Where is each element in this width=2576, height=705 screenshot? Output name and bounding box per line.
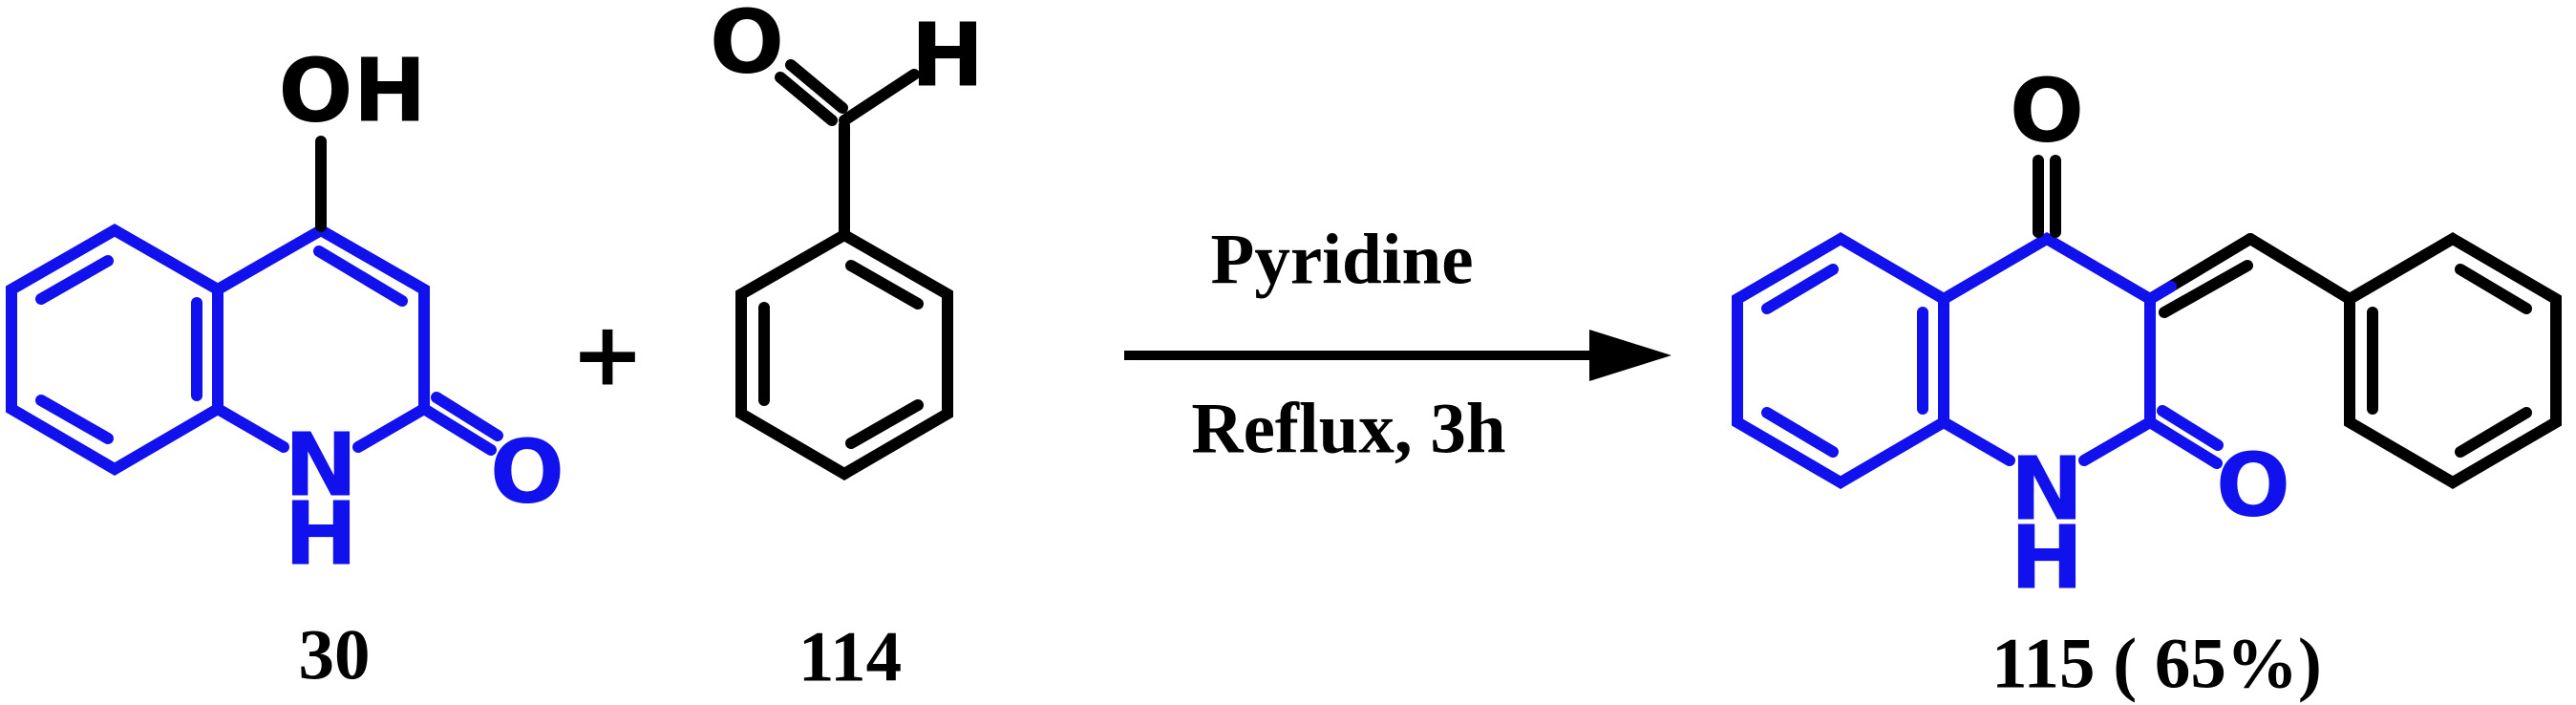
pyridinone-ring-bonds — [212, 224, 430, 453]
benzo-double-bond-inner-top-left — [1761, 264, 1839, 314]
benzo-double-bond-inner-bottom-left — [35, 395, 114, 444]
carbonyl-oxygen-label: O — [490, 421, 564, 523]
benzo-ring-bonds — [1732, 232, 1949, 489]
c2-o-double-bond-line2 — [431, 392, 503, 441]
phenyl-double-bond-inner-bottom-right — [2455, 407, 2532, 458]
molecule-product-115: O O N H 115 ( 65%) — [1732, 60, 2562, 704]
hydroxyl-label: OH — [278, 40, 426, 142]
phenyl-double-bond-inner-top-right — [845, 260, 924, 310]
aldehyde-hydrogen-label: H — [911, 5, 985, 107]
nh-hydrogen-label: H — [285, 483, 358, 586]
plus-sign: + — [570, 304, 644, 406]
ring-nitrogen-label: N — [2011, 438, 2084, 541]
methine-ipso-bond — [2245, 233, 2355, 305]
phenyl-ring-bonds — [2344, 232, 2562, 489]
reagent-text: Pyridine — [1211, 221, 1474, 300]
phenyl-double-bond-inner-bottom-right — [845, 399, 924, 449]
reaction-arrow: Pyridine Reflux, 3h — [1124, 221, 1671, 469]
compound-number-115-yield: 115 ( 65%) — [1991, 625, 2322, 704]
dihydropyridine-ring-bonds — [1938, 232, 2156, 466]
compound-number-30: 30 — [299, 616, 371, 695]
arrow-head — [1589, 330, 1671, 381]
ring-nitrogen-label: N — [285, 415, 358, 517]
lactam-oxygen-label: O — [2216, 435, 2290, 537]
cho-h-bond — [839, 69, 920, 126]
benzylidene-double-bond-inner — [2159, 260, 2253, 318]
molecule-reactant-114: O H 114 — [710, 0, 985, 697]
c2-o-double-bond-line2 — [2157, 405, 2224, 451]
benzo-double-bond-inner-top-left — [35, 255, 114, 305]
c3-c4-double-bond-inner — [313, 246, 408, 307]
compound-number-114: 114 — [798, 618, 902, 697]
nh-hydrogen-label: H — [2011, 507, 2084, 609]
c2-o-double-bond-line1 — [2144, 417, 2223, 469]
top-carbonyl-oxygen-label: O — [2010, 60, 2084, 162]
c2-o-double-bond-line1 — [418, 403, 497, 456]
cho-o-double-bond-line2 — [775, 72, 838, 126]
phenyl-ring-bonds — [735, 228, 953, 481]
molecule-reactant-30: OH N H O 30 — [6, 40, 564, 695]
aldehyde-oxygen-label: O — [710, 0, 784, 94]
phenyl-double-bond-inner-top-right — [2455, 264, 2532, 314]
benzylidene-bond-blue-tip — [2144, 281, 2177, 305]
benzo-double-bond-inner-bottom-left — [1761, 407, 1839, 458]
conditions-text: Reflux, 3h — [1191, 390, 1505, 469]
cho-o-double-bond-line1 — [785, 59, 848, 114]
benzo-ring-bonds — [6, 224, 224, 476]
